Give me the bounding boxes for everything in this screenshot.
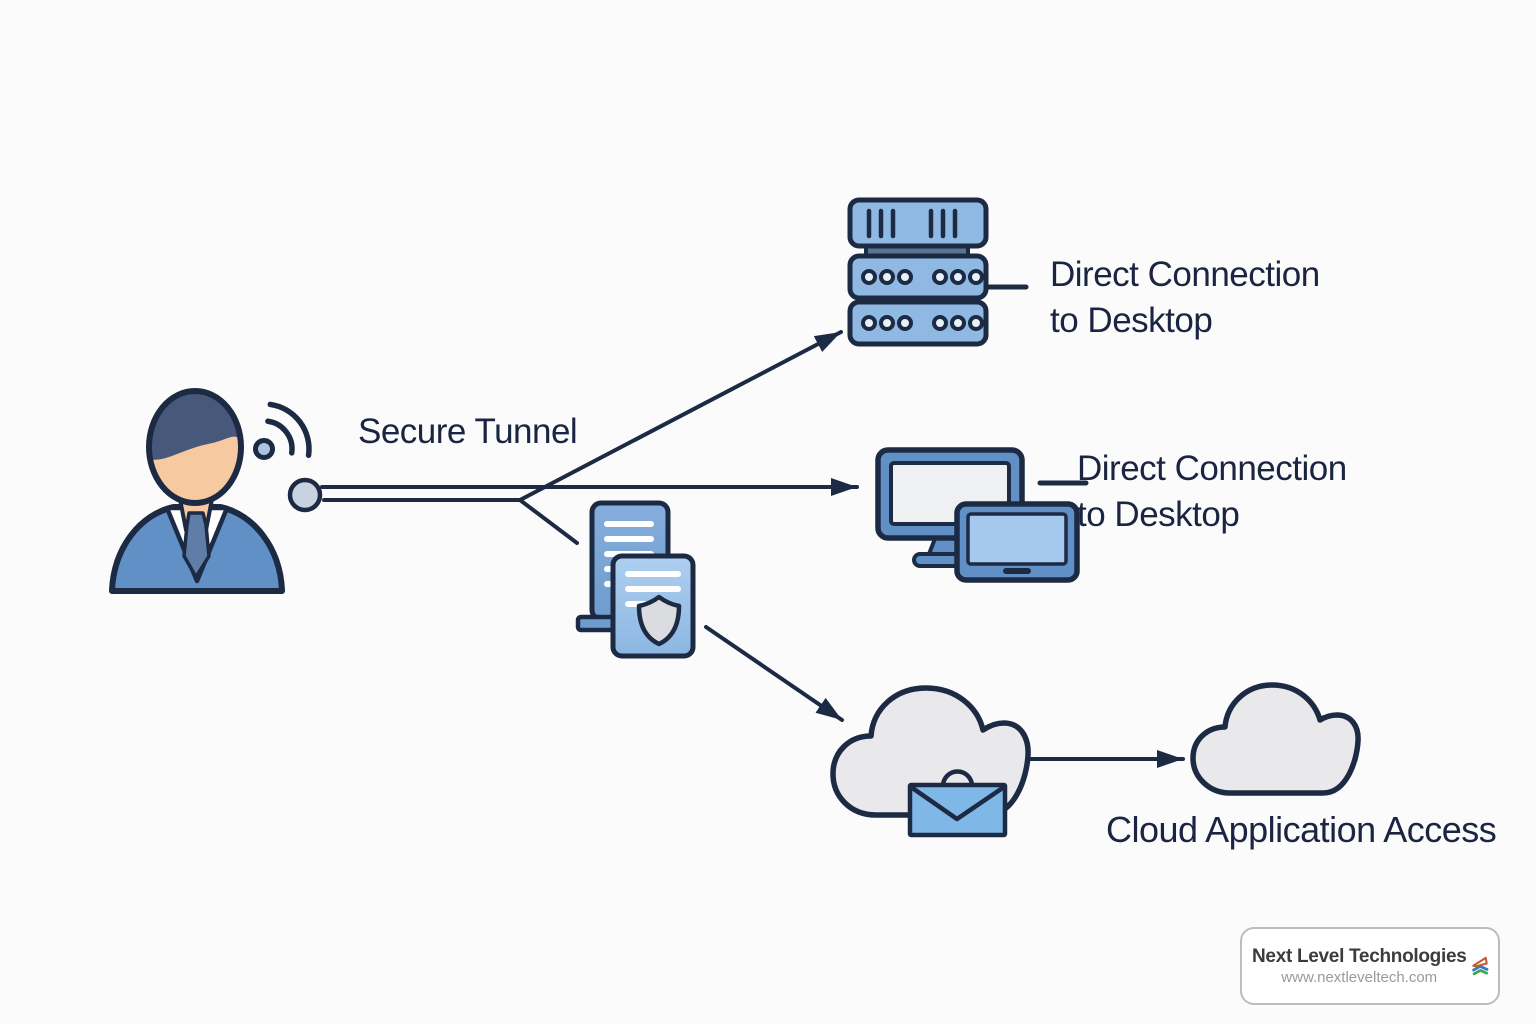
laptop-screen — [966, 512, 1068, 566]
cloud-icon — [1190, 682, 1361, 796]
server-connection-label: Direct Connection to Desktop — [1050, 252, 1320, 344]
server-unit-middle — [847, 253, 989, 301]
tunnel-lower-line — [322, 498, 579, 545]
secure-tunnel-label: Secure Tunnel — [358, 412, 578, 451]
wifi-dot — [253, 438, 275, 460]
business-user-icon — [109, 388, 285, 594]
logo-orange-arrow — [1472, 956, 1489, 968]
wifi-signal-icon — [253, 401, 312, 460]
server-connection-label-line1: Direct Connection — [1050, 255, 1320, 294]
desktop-connection-label: Direct Connection to Desktop — [1077, 446, 1347, 538]
server-rack-icon — [847, 197, 989, 347]
logo-blue-chevron — [1472, 964, 1489, 972]
server-unit-top — [847, 197, 989, 249]
user-hair — [149, 391, 241, 460]
envelope-flap — [909, 785, 1006, 822]
desktop-connection-label-line2: to Desktop — [1077, 495, 1240, 534]
wifi-arc-outer — [267, 401, 312, 459]
wifi-arc-inner — [265, 418, 295, 456]
laptop-icon — [954, 501, 1080, 583]
company-website: www.nextleveltech.com — [1281, 968, 1438, 986]
tunnel-lines — [320, 284, 1185, 768]
arrow-docs-to-cloud — [704, 625, 844, 722]
company-name: Next Level Technologies — [1252, 945, 1467, 967]
cloud-with-envelope-icon — [830, 685, 1031, 838]
branding-card: Next Level Technologies www.nextleveltec… — [1240, 927, 1500, 1005]
user-tie — [182, 511, 211, 579]
cloud-access-label: Cloud Application Access — [1106, 809, 1497, 850]
logo-green-chevron — [1473, 968, 1489, 976]
arrow-to-server — [518, 330, 843, 502]
server-unit-bottom — [847, 299, 989, 347]
user-head-outline — [146, 388, 244, 506]
server-connection-label-line2: to Desktop — [1050, 301, 1213, 340]
next-level-logo-icon — [1472, 956, 1489, 976]
envelope-handle — [940, 769, 975, 787]
tunnel-endpoint-dot — [287, 477, 323, 513]
desktop-connection-label-line1: Direct Connection — [1077, 449, 1347, 488]
secure-documents-icon — [575, 500, 696, 659]
laptop-notch — [1003, 568, 1031, 574]
envelope-icon — [907, 782, 1008, 838]
branding-texts: Next Level Technologies www.nextleveltec… — [1252, 945, 1467, 988]
shield-icon — [636, 594, 682, 647]
server-leds — [861, 269, 984, 331]
server-vents — [866, 208, 958, 239]
